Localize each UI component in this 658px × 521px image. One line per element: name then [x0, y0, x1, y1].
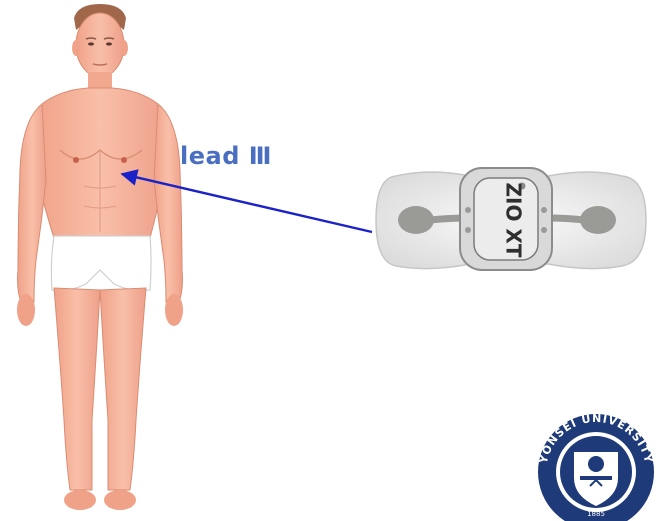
- lead-label: lead Ⅲ: [180, 142, 272, 170]
- human-figure: [17, 4, 183, 510]
- logo-year: 1885: [587, 510, 605, 518]
- device-brand-text: ZIO XT: [502, 183, 526, 258]
